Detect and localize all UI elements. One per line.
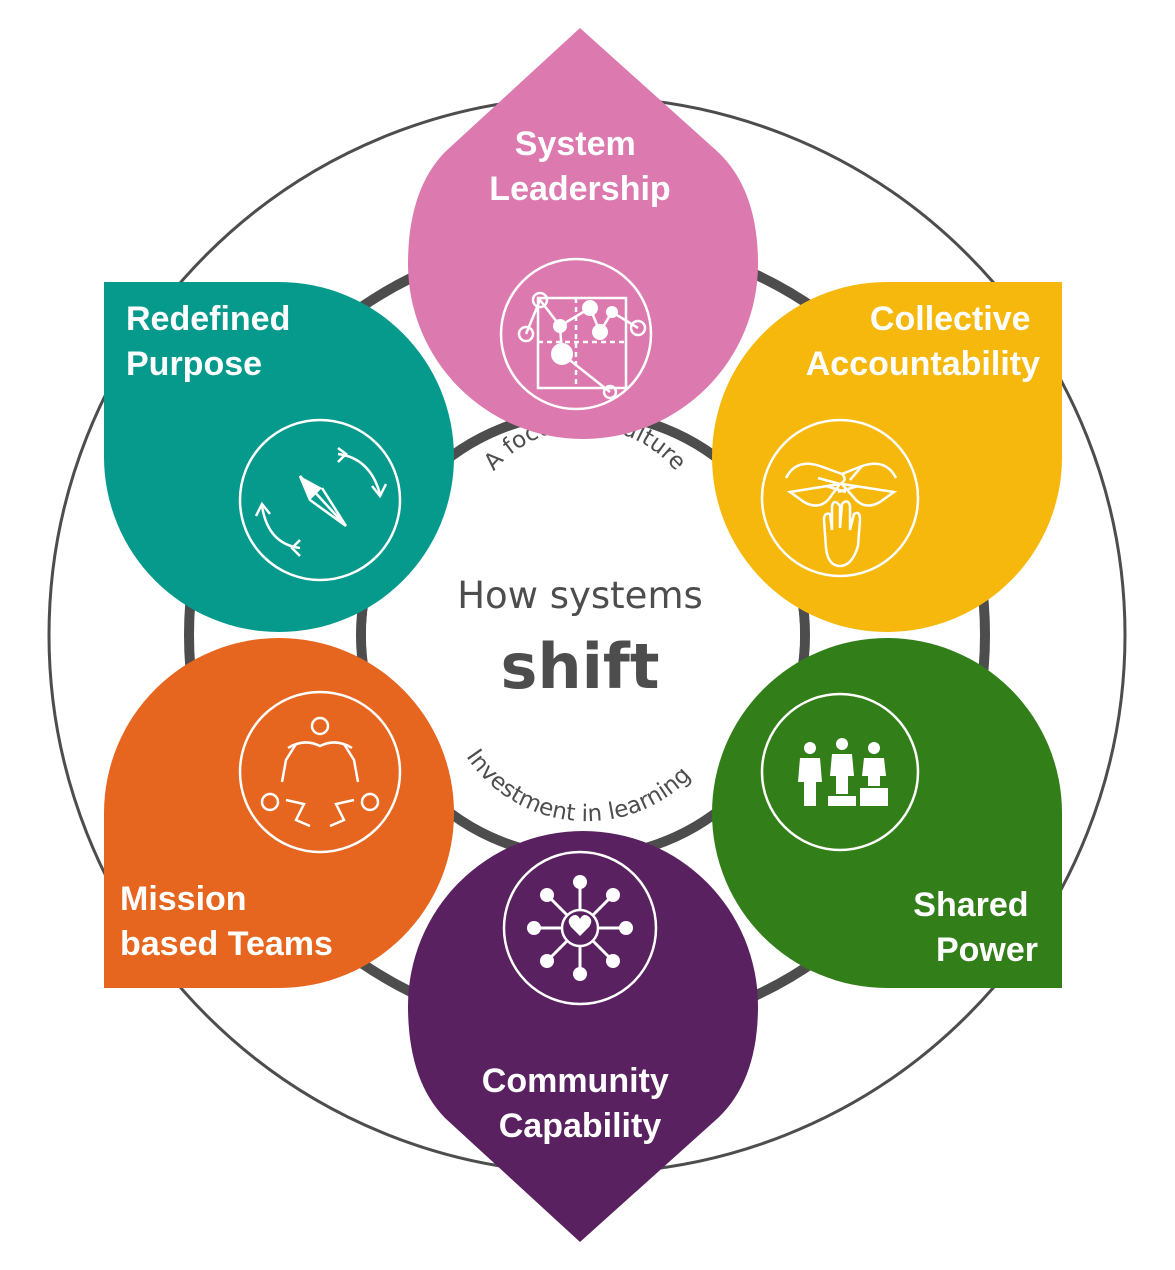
svg-text:System Leadership: System Leadership <box>489 125 670 208</box>
petal-shared-power: Shared Power <box>712 638 1062 988</box>
petal-label-line2: Purpose <box>126 345 262 383</box>
petal-shape <box>712 638 1062 988</box>
center-title-line1: How systems <box>457 574 703 617</box>
svg-text:Shared Power: Shared Power <box>913 886 1038 969</box>
team-circle-icon <box>238 690 402 854</box>
svg-text:Mission based Teams: Mission based Teams <box>120 880 333 963</box>
petal-label-line2: Capability <box>499 1107 662 1145</box>
petal-mission-based-teams: Mission based Teams <box>104 638 454 988</box>
svg-text:Redefined Purpose: Redefined Purpose <box>126 300 300 383</box>
svg-text:Community Capability: Community Capability <box>482 1062 678 1145</box>
petal-label-line2: Leadership <box>489 170 670 208</box>
center-title-line2: shift <box>501 630 660 703</box>
inner-disc <box>366 418 800 852</box>
petal-collective-accountability: Collective Accountability <box>712 282 1063 632</box>
petal-label-line1: Community <box>482 1062 669 1100</box>
petal-shape <box>408 831 758 1242</box>
petal-shape <box>104 638 454 988</box>
petal-label-line2: Power <box>936 931 1038 969</box>
petal-label-line1: Redefined <box>126 300 290 338</box>
petal-label-line1: System <box>515 125 636 163</box>
heart-network-icon <box>502 850 658 1006</box>
petal-label-line2: based Teams <box>120 925 333 963</box>
compass-cycle-icon <box>238 418 402 582</box>
petal-shape <box>104 282 454 632</box>
joined-hands-icon <box>760 418 920 578</box>
petal-label-line1: Collective <box>870 300 1031 338</box>
petal-system-leadership: System Leadership <box>408 28 758 439</box>
people-on-podiums-icon <box>760 692 920 852</box>
petal-shape <box>712 282 1063 632</box>
petal-community-capability: Community Capability <box>408 831 758 1242</box>
petal-label-line2: Accountability <box>806 345 1040 383</box>
petal-label-line1: Mission <box>120 880 247 918</box>
petal-label-line1: Shared <box>913 886 1028 924</box>
petal-shape <box>408 28 758 439</box>
network-graph-icon <box>499 257 653 411</box>
svg-text:Collective Accountabilit: Collective Accountability <box>806 300 1040 383</box>
petal-redefined-purpose: Redefined Purpose <box>104 282 454 632</box>
